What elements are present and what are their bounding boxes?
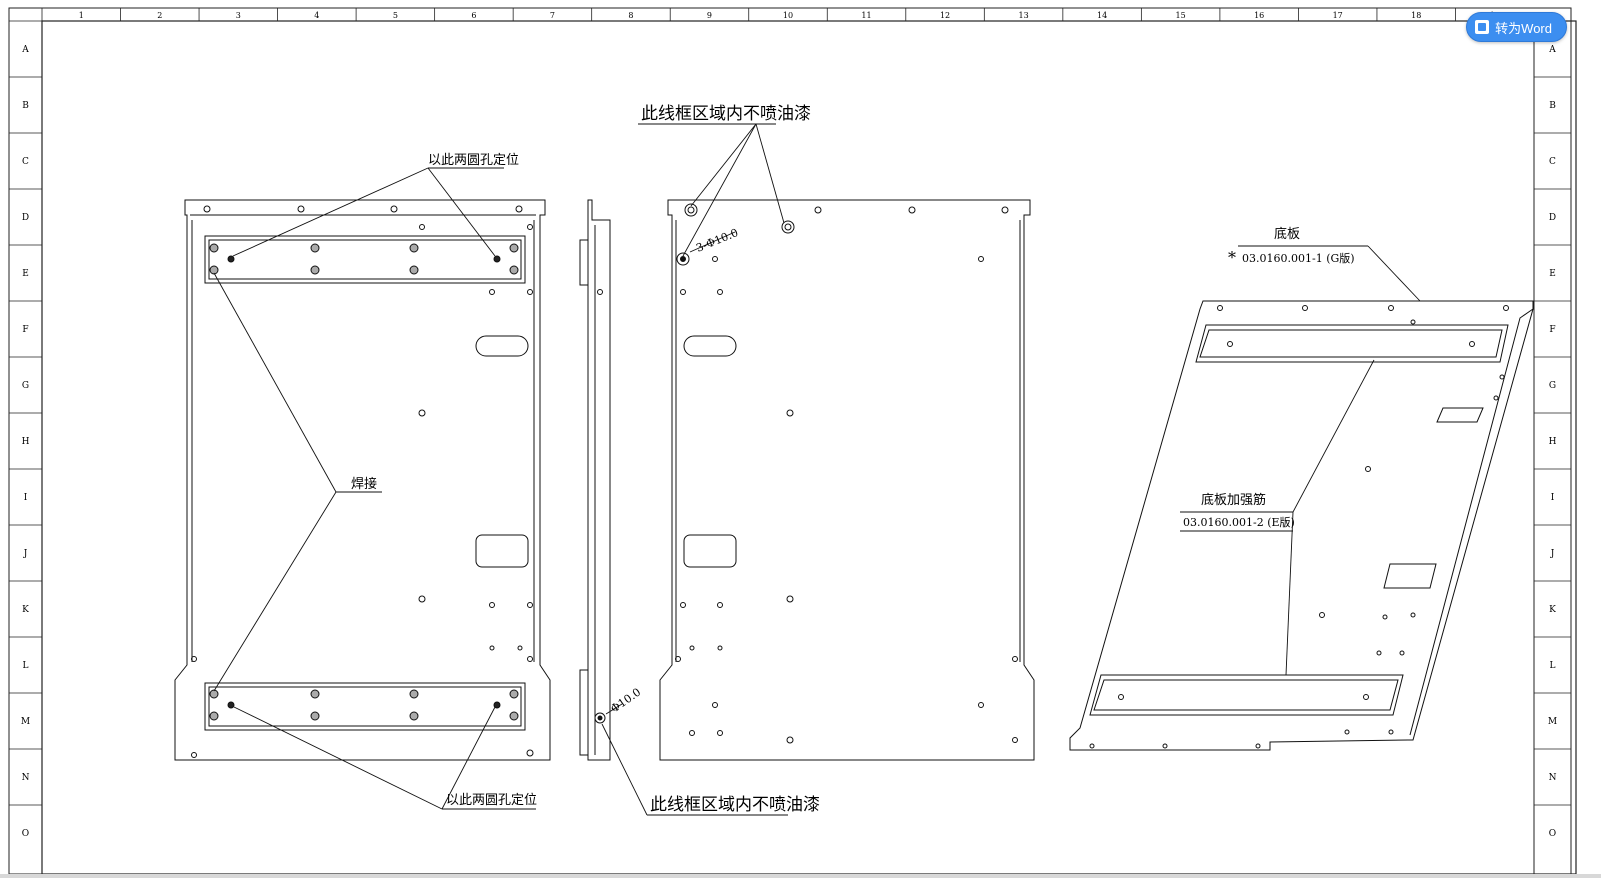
row-label: E (22, 269, 29, 279)
row-label: J (23, 549, 28, 559)
row-label: A (21, 45, 29, 55)
front-view (174, 199, 551, 761)
back-view (659, 199, 1035, 761)
back-slot-upper (683, 335, 737, 357)
row-label: B (1549, 101, 1556, 111)
base-plate-name: 底板 (1274, 226, 1300, 242)
rib-name: 底板加强筋 (1201, 492, 1266, 508)
iso-right-flange (1409, 308, 1534, 736)
column-label: 17 (1333, 11, 1343, 20)
word-document-icon (1475, 20, 1490, 34)
row-label: O (22, 829, 29, 839)
column-label: 10 (783, 11, 793, 20)
row-label: I (1551, 493, 1555, 503)
row-label: N (1549, 773, 1557, 783)
row-label: L (23, 661, 29, 671)
column-label: 6 (471, 11, 476, 20)
column-label: 11 (861, 11, 871, 20)
row-label: K (1549, 605, 1556, 615)
row-label: I (24, 493, 28, 503)
side-view (579, 199, 611, 761)
row-label: G (1549, 381, 1556, 391)
bottom-rib (204, 682, 526, 731)
convert-to-word-button[interactable]: 转为Word (1466, 12, 1567, 42)
side-view-outline (587, 199, 611, 761)
row-label: H (22, 437, 30, 447)
iso-top-rib-inner (1199, 329, 1503, 358)
back-slot-lower (683, 534, 737, 568)
column-label: 7 (550, 11, 555, 20)
iso-top-rib (1195, 324, 1509, 363)
column-label: 3 (236, 11, 241, 20)
row-label: H (1549, 437, 1557, 447)
row-label: A (1548, 45, 1556, 55)
row-label: D (1549, 213, 1556, 223)
convert-to-word-label: 转为Word (1495, 20, 1552, 36)
column-label: 12 (940, 11, 950, 20)
front-view-bend-lines (190, 214, 536, 662)
row-ruler: A A B B C C D D E E F F G G H H I I J J K K L L M M N N O O (9, 20, 1571, 839)
locate-holes-note-bottom: 以此两圆孔定位 (446, 793, 537, 808)
row-label: K (22, 605, 29, 615)
slot-lower (475, 534, 529, 568)
slot-upper (475, 335, 529, 357)
row-label: E (1549, 269, 1556, 279)
row-label: M (21, 717, 30, 727)
column-label: 14 (1097, 11, 1107, 20)
iso-bottom-rib-inner (1093, 679, 1399, 711)
weld-note: 焊接 (351, 476, 377, 492)
column-label: 8 (628, 11, 633, 20)
rib-code: 03.0160.001-2 (E版) (1183, 515, 1295, 529)
back-view-outline (659, 199, 1035, 761)
row-label: F (1549, 325, 1555, 335)
iso-plate-outline (1069, 300, 1534, 751)
iso-slot-upper (1436, 407, 1484, 423)
back-view-bend-lines (675, 220, 1021, 662)
rib-holes (209, 243, 519, 721)
row-label: J (1550, 549, 1555, 559)
column-label: 13 (1018, 11, 1028, 20)
front-view-holes (191, 205, 534, 758)
leader-lines (213, 123, 1421, 816)
column-label: 18 (1411, 11, 1421, 20)
row-label: C (1549, 157, 1556, 167)
base-plate-mark: * (1228, 248, 1236, 267)
row-label: N (22, 773, 30, 783)
row-label: D (22, 213, 29, 223)
no-paint-note-top: 此线框区域内不喷油漆 (641, 104, 811, 124)
row-label: M (1548, 717, 1557, 727)
isometric-view (1069, 300, 1534, 751)
side-view-details (579, 225, 596, 756)
row-label: F (22, 325, 28, 335)
locate-holes-note-top: 以此两圆孔定位 (428, 153, 519, 168)
row-label: G (22, 381, 29, 391)
column-label: 4 (314, 11, 319, 20)
column-label: 9 (707, 11, 712, 20)
iso-slot-lower (1383, 563, 1437, 589)
no-paint-note-bottom: 此线框区域内不喷油漆 (650, 795, 820, 815)
row-label: L (1550, 661, 1556, 671)
row-label: O (1549, 829, 1556, 839)
column-label: 15 (1176, 11, 1186, 20)
iso-bottom-rib (1089, 674, 1404, 716)
top-rib (204, 235, 526, 284)
locating-holes (227, 255, 501, 709)
row-label: C (22, 157, 29, 167)
column-label: 2 (157, 11, 162, 20)
side-hole (594, 712, 606, 724)
column-label: 1 (79, 11, 84, 20)
top-rib-inner (208, 239, 522, 280)
row-label: B (22, 101, 29, 111)
column-label: 16 (1254, 11, 1264, 20)
bottom-rib-inner (208, 686, 522, 727)
base-plate-code: 03.0160.001-1 (G版) (1242, 251, 1355, 265)
column-label: 5 (393, 11, 398, 20)
front-view-outline (174, 199, 551, 761)
